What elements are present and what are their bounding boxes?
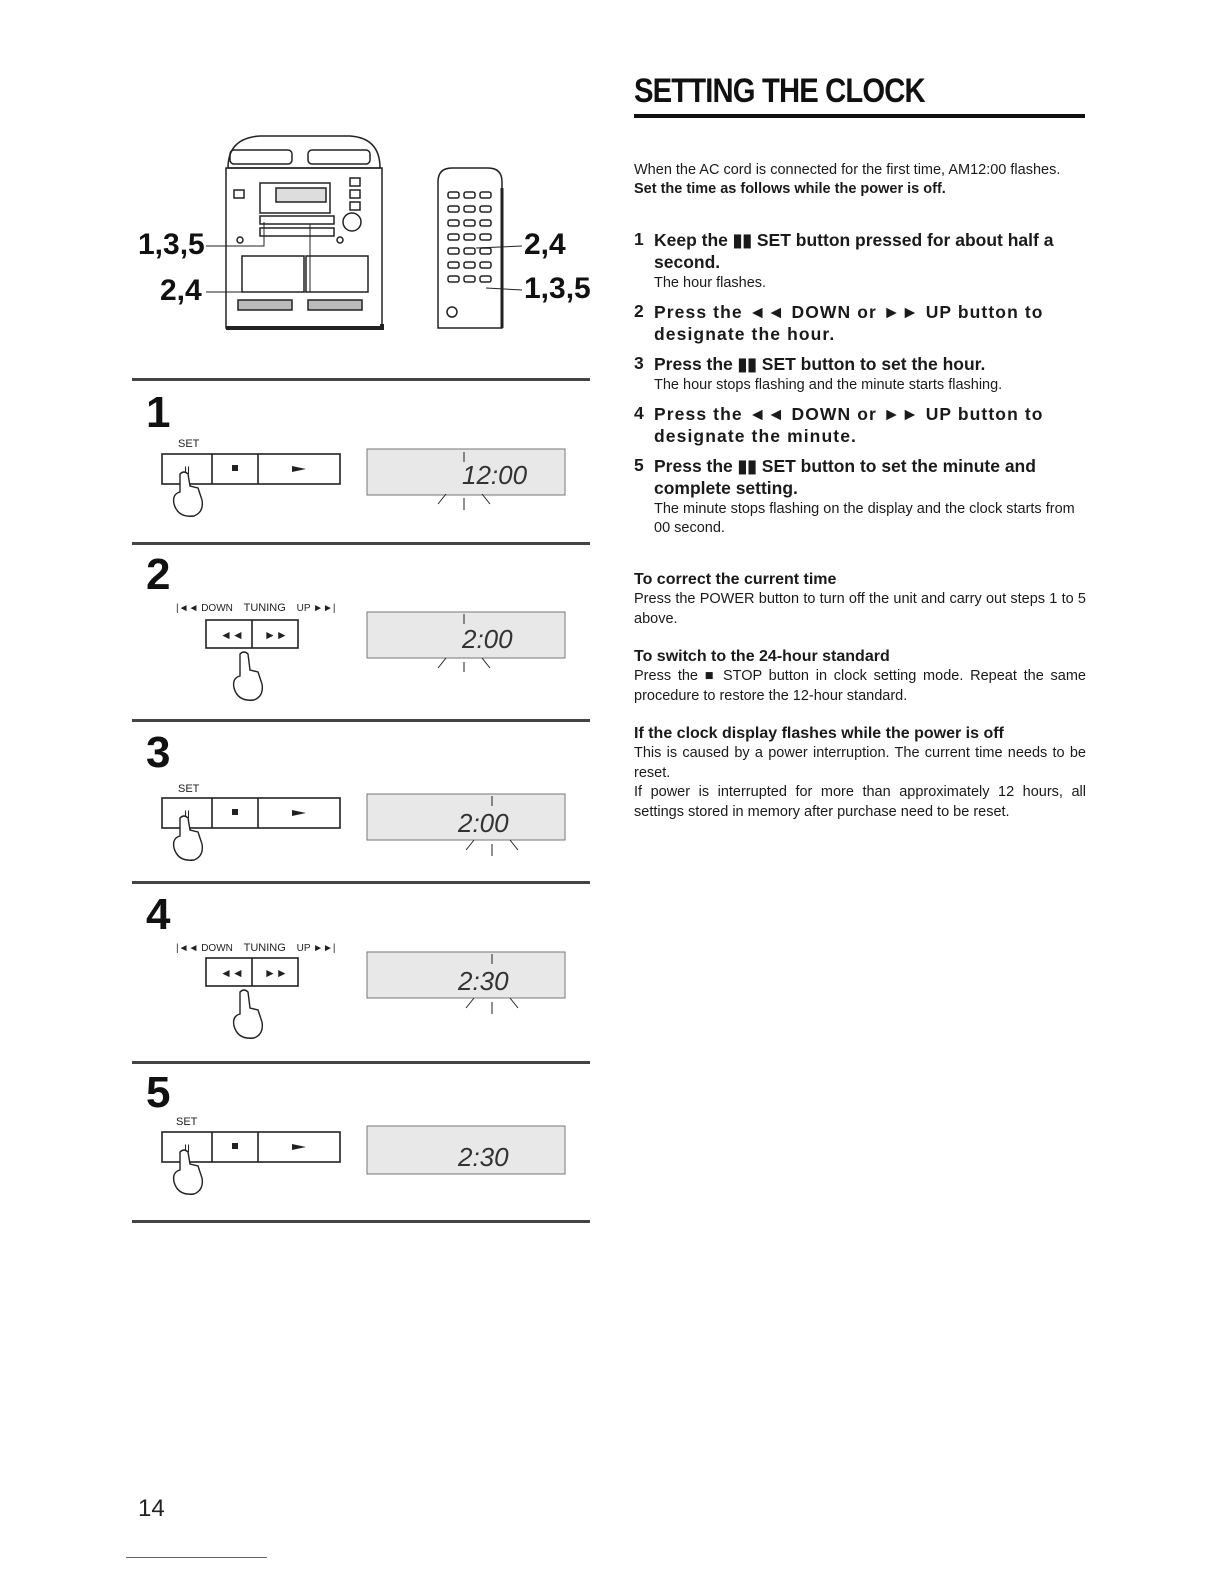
- hand-pointer-icon: [172, 815, 204, 861]
- panel-number: 2: [146, 550, 171, 599]
- instruction-text: Press the ◄◄ DOWN or ►► UP button to des…: [654, 302, 1044, 344]
- callout-remote-set: 1,3,5: [524, 272, 591, 305]
- display-time: 2:00: [461, 624, 513, 654]
- note-body: If power is interrupted for more than ap…: [634, 784, 1086, 820]
- svg-text:►►: ►►: [264, 628, 288, 642]
- panel-divider: [132, 1220, 590, 1223]
- hand-pointer-icon: [172, 471, 204, 517]
- instruction-number: 4: [634, 403, 644, 423]
- svg-text:◄◄: ◄◄: [220, 628, 244, 642]
- set-label: SET: [176, 1116, 198, 1128]
- device-illustration: [206, 135, 523, 330]
- instruction-step: 2 Press the ◄◄ DOWN or ►► UP button to d…: [634, 301, 1090, 345]
- note-power-interruption: If the clock display flashes while the p…: [634, 724, 1086, 822]
- instruction-step: 4 Press the ◄◄ DOWN or ►► UP button to d…: [634, 403, 1090, 447]
- page-title: SETTING THE CLOCK: [634, 72, 926, 110]
- panel-divider: [132, 1061, 590, 1064]
- instruction-text: Press the ▮▮ SET button to set the hour.: [654, 354, 986, 374]
- panel-divider: [132, 719, 590, 722]
- title-underline: [634, 114, 1085, 118]
- note-heading: To switch to the 24-hour standard: [634, 648, 890, 665]
- callout-unit-tuning: 2,4: [160, 274, 202, 307]
- note-correct-time: To correct the current time Press the PO…: [634, 570, 1086, 629]
- panel-number: 3: [146, 728, 171, 777]
- note-body: Press the POWER button to turn off the u…: [634, 591, 1086, 627]
- stereo-unit: [225, 135, 384, 330]
- set-stop-play-buttons: II: [161, 1131, 341, 1195]
- svg-text:II: II: [184, 809, 190, 821]
- remote-control: [437, 167, 504, 329]
- tuning-label: TUNING: [243, 602, 286, 614]
- display-time: 2:00: [457, 808, 509, 838]
- down-label: DOWN: [201, 943, 233, 954]
- note-24-hour: To switch to the 24-hour standard Press …: [634, 647, 1086, 706]
- clock-display: 2:00: [366, 611, 566, 672]
- footer-line: [126, 1557, 267, 1558]
- instruction-number: 1: [634, 229, 644, 249]
- tuning-labels: |◄◄ DOWN TUNING UP ►►|: [176, 602, 336, 614]
- instruction-list: 1 Keep the ▮▮ SET button pressed for abo…: [634, 229, 1090, 546]
- note-heading: If the clock display flashes while the p…: [634, 725, 1004, 742]
- tuning-label: TUNING: [243, 942, 286, 954]
- instruction-note: The hour stops flashing and the minute s…: [654, 377, 1003, 393]
- panel-number: 4: [146, 890, 171, 939]
- tuning-labels: |◄◄ DOWN TUNING UP ►►|: [176, 942, 336, 954]
- up-label: UP: [296, 943, 311, 954]
- clock-display: 2:30: [366, 951, 566, 1014]
- instruction-step: 1 Keep the ▮▮ SET button pressed for abo…: [634, 229, 1090, 293]
- instruction-note: The minute stops flashing on the display…: [654, 501, 1075, 536]
- skip-forward-icon: ►►|: [313, 943, 336, 954]
- instruction-text: Press the ◄◄ DOWN or ►► UP button to des…: [654, 404, 1044, 446]
- tuning-buttons: ◄◄ ►►: [205, 957, 299, 1039]
- svg-text:►►: ►►: [264, 966, 288, 980]
- note-heading: To correct the current time: [634, 571, 837, 588]
- instruction-number: 5: [634, 455, 644, 475]
- callout-lines-remote: [475, 245, 523, 291]
- svg-text:II: II: [184, 465, 190, 477]
- hand-pointer-icon: [232, 651, 264, 701]
- hand-pointer-icon: [232, 989, 264, 1039]
- set-label: SET: [178, 438, 200, 450]
- down-label: DOWN: [201, 603, 233, 614]
- svg-text:◄◄: ◄◄: [220, 966, 244, 980]
- tuning-buttons: ◄◄ ►►: [205, 619, 299, 701]
- set-stop-play-buttons: II: [161, 797, 341, 861]
- svg-text:II: II: [184, 1143, 190, 1155]
- display-time: 2:30: [457, 1142, 509, 1172]
- intro-line-1: When the AC cord is connected for the fi…: [634, 162, 1061, 178]
- note-body: Press the ■ STOP button in clock setting…: [634, 668, 1086, 704]
- skip-forward-icon: ►►|: [313, 603, 336, 614]
- set-label: SET: [178, 783, 200, 795]
- display-time: 2:30: [457, 966, 509, 996]
- instruction-number: 3: [634, 353, 644, 373]
- skip-back-icon: |◄◄: [176, 603, 199, 614]
- page-number: 14: [138, 1495, 165, 1522]
- clock-display: 2:30: [366, 1125, 566, 1175]
- callout-remote-tuning: 2,4: [524, 228, 566, 261]
- intro-line-2: Set the time as follows while the power …: [634, 181, 946, 197]
- intro: When the AC cord is connected for the fi…: [634, 161, 1090, 199]
- set-stop-play-buttons: II: [161, 453, 341, 517]
- up-label: UP: [296, 603, 311, 614]
- display-time: 12:00: [462, 460, 528, 490]
- panel-number: 1: [146, 388, 171, 437]
- skip-back-icon: |◄◄: [176, 943, 199, 954]
- clock-display: 2:00: [366, 793, 566, 856]
- instruction-text: Keep the ▮▮ SET button pressed for about…: [654, 230, 1054, 272]
- callout-unit-set: 1,3,5: [138, 228, 205, 261]
- hand-pointer-icon: [172, 1149, 204, 1195]
- instruction-number: 2: [634, 301, 644, 321]
- instruction-note: The hour flashes.: [654, 275, 767, 291]
- instruction-step: 5 Press the ▮▮ SET button to set the min…: [634, 455, 1090, 538]
- panel-divider: [132, 542, 590, 545]
- note-body: This is caused by a power interruption. …: [634, 745, 1086, 781]
- instruction-text: Press the ▮▮ SET button to set the minut…: [654, 456, 1036, 498]
- callout-lines-unit: [206, 222, 311, 293]
- instruction-step: 3 Press the ▮▮ SET button to set the hou…: [634, 353, 1090, 395]
- panel-divider: [132, 881, 590, 884]
- panel-number: 5: [146, 1068, 171, 1117]
- notes: To correct the current time Press the PO…: [634, 570, 1086, 840]
- panel-divider: [132, 378, 590, 381]
- clock-display: 12:00: [366, 448, 566, 510]
